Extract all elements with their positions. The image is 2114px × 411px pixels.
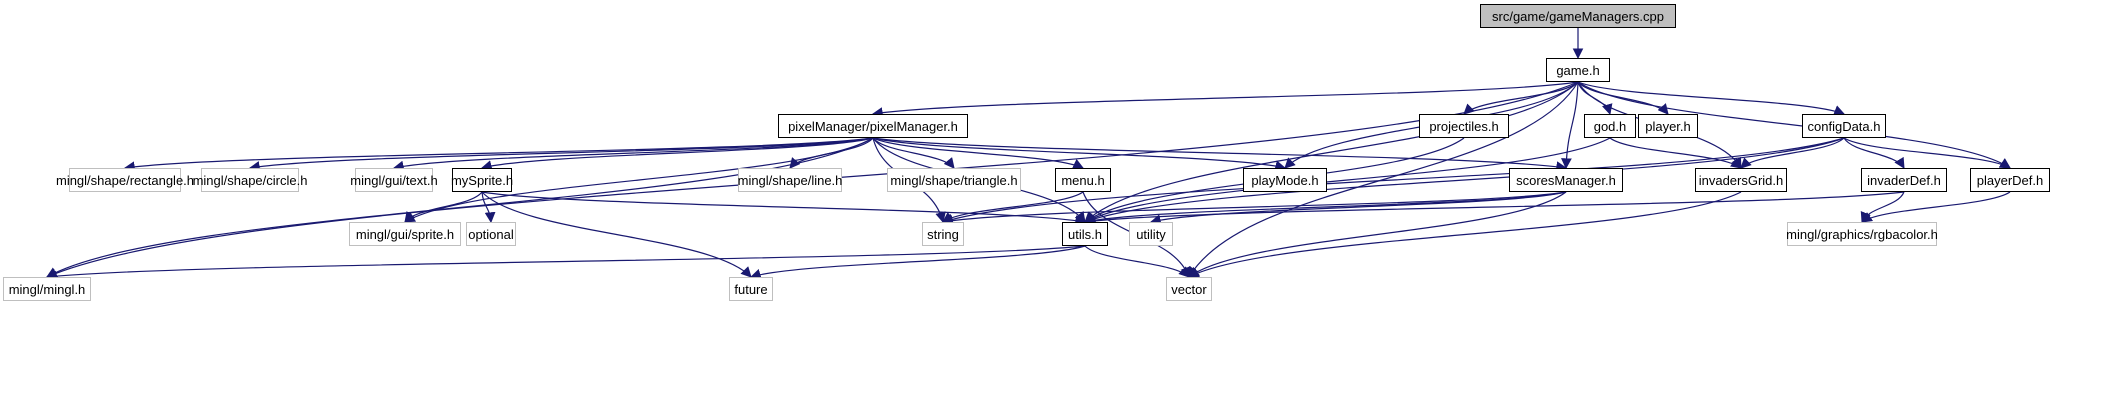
edge-pixelManager-to-mingl (46, 137, 874, 278)
edge-invaderDef-to-rgbacolor (1860, 191, 1905, 223)
node-playerDef[interactable]: playerDef.h (1970, 168, 2050, 192)
edge-menu-to-string (942, 191, 1084, 223)
edge-mySprite-to-future (481, 191, 752, 278)
node-line[interactable]: mingl/shape/line.h (738, 168, 842, 192)
edge-pixelManager-to-playMode (872, 137, 1287, 171)
edge-pixelManager-to-circle (248, 137, 874, 172)
node-root[interactable]: src/game/gameManagers.cpp (1480, 4, 1676, 28)
node-text[interactable]: mingl/gui/text.h (350, 168, 438, 192)
edge-game-to-playerDef (1577, 81, 2011, 169)
node-invaderDef[interactable]: invaderDef.h (1861, 168, 1947, 192)
node-playMode[interactable]: playMode.h (1243, 168, 1327, 192)
edge-scoresManager-to-vector (1188, 191, 1567, 278)
edge-mySprite-to-sprite (404, 191, 483, 223)
edge-playerDef-to-rgbacolor (1861, 191, 2011, 223)
edge-pixelManager-to-menu (872, 137, 1084, 169)
node-future[interactable]: future (729, 277, 773, 301)
node-triangle[interactable]: mingl/shape/triangle.h (887, 168, 1021, 192)
node-projectiles[interactable]: projectiles.h (1419, 114, 1509, 138)
node-mingl[interactable]: mingl/mingl.h (3, 277, 91, 301)
node-god[interactable]: god.h (1584, 114, 1636, 138)
edge-configData-to-invadersGrid (1740, 137, 1845, 169)
edge-mySprite-to-optional (481, 191, 496, 224)
edge-game-to-vector (1188, 81, 1579, 278)
node-rectangle[interactable]: mingl/shape/rectangle.h (56, 168, 194, 192)
node-menu[interactable]: menu.h (1055, 168, 1111, 192)
node-invadersGrid[interactable]: invadersGrid.h (1695, 168, 1787, 192)
node-game[interactable]: game.h (1546, 58, 1610, 82)
node-scoresManager[interactable]: scoresManager.h (1509, 168, 1623, 192)
node-player[interactable]: player.h (1638, 114, 1698, 138)
edge-game-to-configData (1577, 81, 1846, 116)
edge-configData-to-playerDef (1843, 137, 2011, 169)
node-vector[interactable]: vector (1166, 277, 1212, 301)
edge-god-to-utils (1084, 137, 1611, 223)
edge-pixelManager-to-scoresManager (872, 137, 1568, 172)
edge-utils-to-vector (1084, 245, 1190, 278)
edge-pixelManager-to-triangle (872, 137, 955, 169)
edge-utils-to-mingl (45, 245, 1086, 282)
edge-pixelManager-to-text (392, 137, 874, 172)
node-circle[interactable]: mingl/shape/circle.h (193, 168, 307, 192)
edge-god-to-invadersGrid (1609, 137, 1742, 169)
edge-configData-to-invaderDef (1843, 137, 1905, 169)
node-sprite[interactable]: mingl/gui/sprite.h (349, 222, 461, 246)
node-pixelManager[interactable]: pixelManager/pixelManager.h (778, 114, 968, 138)
edge-pixelManager-to-mySprite (480, 137, 874, 171)
edge-game-to-player (1577, 81, 1669, 115)
node-string[interactable]: string (922, 222, 964, 246)
edge-mySprite-to-utils (481, 191, 1087, 226)
edge-configData-to-utils (1083, 137, 1845, 224)
node-utility[interactable]: utility (1129, 222, 1173, 246)
edge-game-to-pixelManager (871, 81, 1579, 118)
edge-scoresManager-to-utility (1149, 191, 1567, 225)
edge-scoresManager-to-string (941, 191, 1567, 226)
node-utils[interactable]: utils.h (1062, 222, 1108, 246)
edge-utils-to-future (749, 245, 1086, 280)
node-mySprite[interactable]: mySprite.h (451, 168, 513, 192)
edge-pixelManager-to-sprite (404, 137, 874, 223)
node-rgbacolor[interactable]: mingl/graphics/rgbacolor.h (1786, 222, 1938, 246)
node-configData[interactable]: configData.h (1802, 114, 1886, 138)
edge-invaderDef-to-utils (1083, 191, 1905, 227)
edge-configData-to-string (941, 137, 1845, 225)
edge-game-to-scoresManager (1561, 81, 1579, 170)
edge-game-to-projectiles (1463, 81, 1579, 115)
node-optional[interactable]: optional (466, 222, 516, 246)
edge-invadersGrid-to-vector (1188, 191, 1742, 278)
edge-pixelManager-to-rectangle (123, 137, 874, 173)
